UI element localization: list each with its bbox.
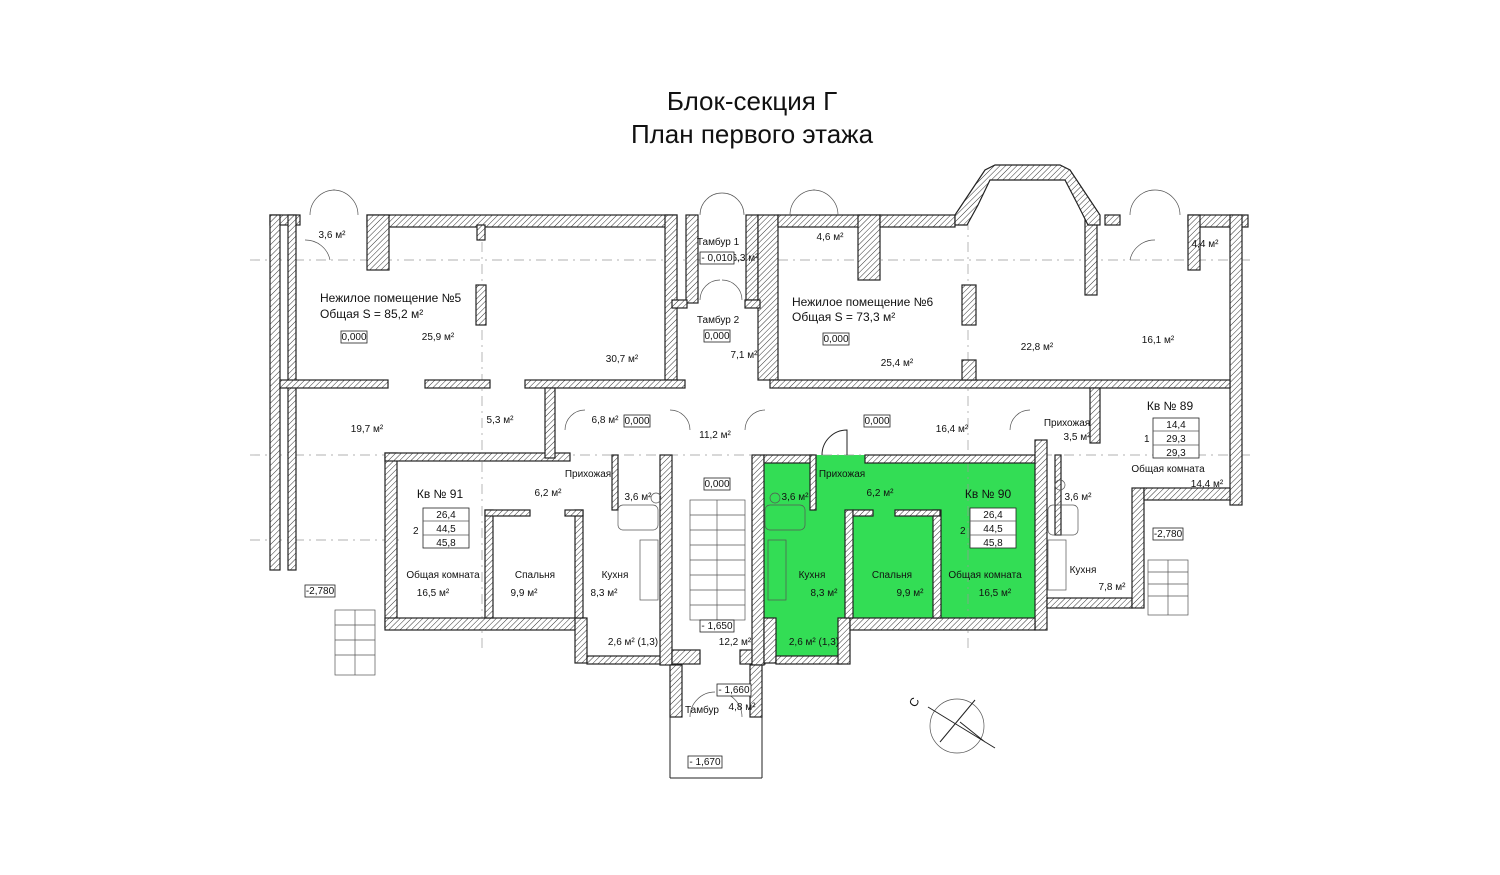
apt91-rooms: 2 <box>413 526 419 537</box>
nonres-room-5: Нежилое помещение №5 Общая S = 85,2 м² 0… <box>320 291 461 344</box>
level-tambur2: 0,000 <box>704 331 729 342</box>
apt89-val-2: 29,3 <box>1166 434 1186 445</box>
apt91-label: Кв № 91 <box>417 487 464 501</box>
level-minus-1-670: - 1,670 <box>689 757 721 768</box>
interior-partitions <box>475 224 1062 619</box>
plan-title-line1: Блок-секция Г <box>667 86 837 116</box>
outer-walls <box>269 164 1249 718</box>
apt89-kitchen: Кухня <box>1070 565 1097 576</box>
area-4-6: 4,6 м² <box>817 232 845 243</box>
level-minus-2-780-left: -2,780 <box>306 586 335 597</box>
area-25-9: 25,9 м² <box>422 332 455 343</box>
area-25-4: 25,4 м² <box>881 358 914 369</box>
compass-icon: С <box>906 695 996 754</box>
level-minus-0-010: - 0,010 <box>701 253 733 264</box>
plan-title-line2: План первого этажа <box>631 119 874 149</box>
nonres6-level: 0,000 <box>823 334 848 345</box>
apt91-val-2: 44,5 <box>436 524 456 535</box>
apt91-living-area: 16,5 м² <box>417 588 450 599</box>
door-swings <box>304 189 1181 456</box>
area-16-1: 16,1 м² <box>1142 335 1175 346</box>
tambur-1-label: Тамбур 1 <box>697 236 740 248</box>
area-3-6-top: 3,6 м² <box>319 230 347 241</box>
apt90-val-3: 45,8 <box>983 538 1003 549</box>
apt90-bed: Спальня <box>872 570 912 581</box>
area-6-3: 6,3 м² <box>732 253 760 264</box>
nonres-room-6: Нежилое помещение №6 Общая S = 73,3 м² 0… <box>792 295 933 346</box>
nonres5-level: 0,000 <box>341 332 366 343</box>
area-4-8: 4,8 м² <box>729 702 757 713</box>
area-16-4: 16,4 м² <box>936 424 969 435</box>
apt91-living: Общая комната <box>406 569 480 581</box>
apt91-balcony: 2,6 м² (1,3) <box>608 637 658 648</box>
apt89-label: Кв № 89 <box>1147 399 1194 413</box>
apt91-val-1: 26,4 <box>436 510 456 521</box>
nonres5-total: Общая S = 85,2 м² <box>320 307 423 321</box>
area-12-2: 12,2 м² <box>719 637 752 648</box>
apt90-bath-area: 3,6 м² <box>782 492 810 503</box>
level-minus-1-650: - 1,650 <box>701 621 733 632</box>
apt90-hall-area: 6,2 м² <box>867 488 895 499</box>
tambur-2-label: Тамбур 2 <box>697 314 740 326</box>
apt90-living-area: 16,5 м² <box>979 588 1012 599</box>
room-area-labels: 3,6 м² 25,9 м² 30,7 м² 19,7 м² 5,3 м² 6,… <box>319 230 1224 713</box>
area-3-5: 3,5 м² <box>1064 432 1092 443</box>
apartment-91: Кв № 91 2 26,4 44,5 45,8 Прихожая 6,2 м²… <box>406 469 658 648</box>
apt90-living: Общая комната <box>948 569 1022 581</box>
apt90-val-1: 26,4 <box>983 510 1003 521</box>
apt91-val-3: 45,8 <box>436 538 456 549</box>
apt89-val-1: 14,4 <box>1166 420 1186 431</box>
apt90-kitchen-area: 8,3 м² <box>811 588 839 599</box>
apt91-bed-area: 9,9 м² <box>511 588 539 599</box>
area-5-3: 5,3 м² <box>487 415 515 426</box>
apt89-living: Общая комната <box>1131 463 1205 475</box>
apt89-val-3: 29,3 <box>1166 448 1186 459</box>
area-4-4: 4,4 м² <box>1192 239 1220 250</box>
tambur-label: Тамбур <box>685 704 719 716</box>
apartment-90: Кв № 90 2 26,4 44,5 45,8 Прихожая 6,2 м²… <box>782 469 1023 648</box>
area-14-4: 14,4 м² <box>1191 479 1224 490</box>
nonres6-name: Нежилое помещение №6 <box>792 295 933 309</box>
area-19-7: 19,7 м² <box>351 424 384 435</box>
apt89-rooms: 1 <box>1144 434 1150 445</box>
apt90-balcony: 2,6 м² (1,3) <box>789 637 839 648</box>
area-7-8: 7,8 м² <box>1099 582 1127 593</box>
apt90-kitchen: Кухня <box>799 570 826 581</box>
area-30-7: 30,7 м² <box>606 354 639 365</box>
area-11-2: 11,2 м² <box>699 430 731 441</box>
apt90-val-2: 44,5 <box>983 524 1003 535</box>
compass-north-label: С <box>906 695 923 710</box>
apt91-kitchen-area: 8,3 м² <box>591 588 619 599</box>
apt91-hall-area: 6,2 м² <box>535 488 563 499</box>
level-minus-1-660: - 1,660 <box>718 685 750 696</box>
bathroom-fixtures <box>617 479 1079 601</box>
area-6-8: 6,8 м² <box>592 415 620 426</box>
stair-flights <box>334 499 1189 676</box>
apt90-rooms: 2 <box>960 526 966 537</box>
level-minus-2-780-right: -2,780 <box>1154 529 1183 540</box>
nonres5-name: Нежилое помещение №5 <box>320 291 461 305</box>
level-stair: 0,000 <box>704 479 729 490</box>
apartment-89: Кв № 89 1 14,4 29,3 29,3 Прихожая 3,6 м²… <box>1044 399 1205 576</box>
apt91-hall: Прихожая <box>565 469 611 480</box>
area-22-8: 22,8 м² <box>1021 342 1054 353</box>
apt91-bed: Спальня <box>515 570 555 581</box>
apt89-bath-area: 3,6 м² <box>1065 492 1093 503</box>
apt89-hall: Прихожая <box>1044 418 1090 429</box>
apt91-kitchen: Кухня <box>602 570 629 581</box>
level-marks: - 0,010 0,000 0,000 0,000 0,000 - 1,650 … <box>304 251 1184 769</box>
apt90-bed-area: 9,9 м² <box>897 588 925 599</box>
level-right-hall: 0,000 <box>864 416 889 427</box>
area-7-1: 7,1 м² <box>731 350 759 361</box>
nonres6-total: Общая S = 73,3 м² <box>792 310 895 324</box>
apt90-hall: Прихожая <box>819 469 865 480</box>
level-hall: 0,000 <box>624 416 649 427</box>
apt90-label: Кв № 90 <box>965 487 1012 501</box>
apt91-bath-area: 3,6 м² <box>625 492 653 503</box>
